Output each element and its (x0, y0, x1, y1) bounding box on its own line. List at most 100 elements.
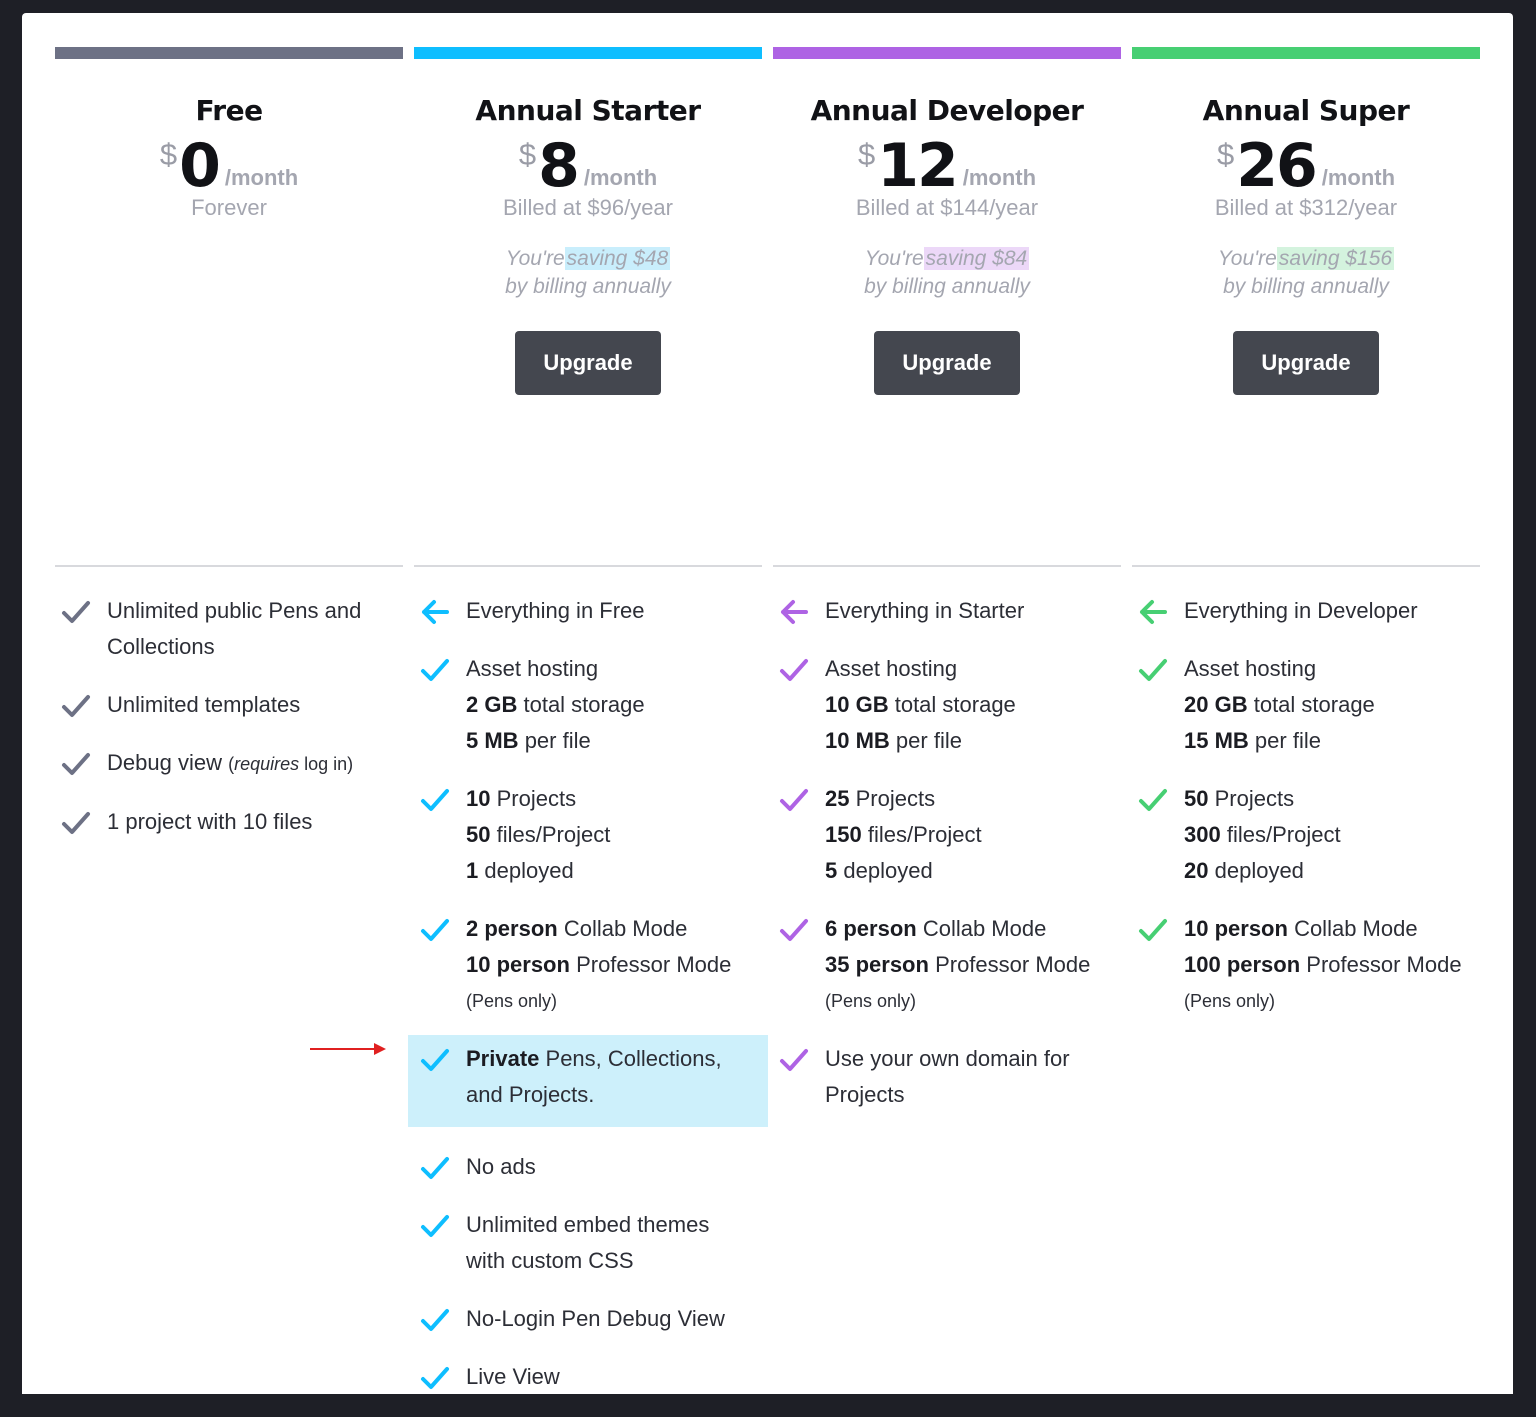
feature-text: with custom CSS (466, 1248, 634, 1273)
plan-color-bar (1132, 47, 1480, 59)
feature-value: 6 person (825, 916, 917, 941)
savings-note: You'resaving $48 by billing annually (414, 245, 762, 301)
checkmark-icon (780, 789, 808, 811)
feature-text: Collections (107, 634, 215, 659)
saving-highlight: saving $156 (1276, 247, 1395, 270)
feature-text: Unlimited public Pens and (107, 598, 362, 623)
annotation-arrow-icon (310, 1043, 386, 1055)
feature-list: Unlimited public Pens and Collections Un… (55, 593, 403, 862)
upgrade-button[interactable]: Upgrade (515, 331, 661, 395)
saving-prefix: You're (1217, 247, 1277, 270)
feature-value: 35 person (825, 952, 929, 977)
savings-note: You'resaving $156 by billing annually (1132, 245, 1480, 301)
feature-item-highlighted: Private Pens, Collections, and Projects. (408, 1035, 768, 1127)
feature-item: 2 person Collab Mode 10 person Professor… (414, 911, 762, 1041)
feature-item: Everything in Developer (1132, 593, 1480, 651)
feature-item: No-Login Pen Debug View (414, 1301, 762, 1359)
checkmark-icon (421, 1157, 449, 1179)
checkmark-icon (62, 812, 90, 834)
plan-color-bar (414, 47, 762, 59)
feature-text: per file (1254, 728, 1321, 753)
feature-note: requires (234, 754, 300, 774)
plan-name: Free (195, 94, 263, 127)
feature-text: Professor Mode (1306, 952, 1462, 977)
feature-value: 50 (1184, 786, 1209, 811)
feature-text: files/Project (496, 822, 611, 847)
feature-text: Projects (496, 786, 577, 811)
price-period: /month (224, 165, 299, 190)
arrow-left-icon (1140, 600, 1167, 624)
price: $ 26 /month (1132, 135, 1480, 197)
price-amount: 8 (538, 131, 580, 201)
price-period: /month (962, 165, 1037, 190)
feature-item: Everything in Starter (773, 593, 1121, 651)
feature-text: No ads (466, 1154, 536, 1179)
plan-color-bar (55, 47, 403, 59)
feature-note: (Pens only) (825, 991, 917, 1011)
arrow-left-icon (422, 600, 449, 624)
feature-item: Asset hosting 2 GB total storage 5 MB pe… (414, 651, 762, 781)
feature-item: Asset hosting 10 GB total storage 10 MB … (773, 651, 1121, 781)
price: $ 12 /month (773, 135, 1121, 197)
saving-suffix: by billing annually (505, 275, 671, 298)
feature-value: 5 (825, 858, 838, 883)
checkmark-icon (1139, 659, 1167, 681)
currency-symbol: $ (518, 137, 537, 172)
paren: ( (228, 754, 235, 774)
feature-value: 100 person (1184, 952, 1301, 977)
divider (414, 565, 762, 567)
feature-text: total storage (1253, 692, 1375, 717)
checkmark-icon (421, 1367, 449, 1389)
feature-value: 2 person (466, 916, 558, 941)
feature-value: 10 (466, 786, 491, 811)
feature-text: files/Project (1226, 822, 1341, 847)
checkmark-icon (780, 919, 808, 941)
feature-text: Projects (855, 786, 936, 811)
feature-value: 10 person (466, 952, 570, 977)
feature-value: 20 GB (1184, 692, 1248, 717)
feature-text: Projects (1214, 786, 1295, 811)
feature-text: deployed (843, 858, 933, 883)
plan-color-bar (773, 47, 1121, 59)
feature-value: 2 GB (466, 692, 518, 717)
plan-column-developer: Annual Developer $ 12 /month Billed at $… (773, 47, 1121, 1107)
price-period: /month (1321, 165, 1396, 190)
checkmark-icon (421, 659, 449, 681)
upgrade-button[interactable]: Upgrade (1233, 331, 1379, 395)
feature-text: Use your own domain for (825, 1046, 1070, 1071)
feature-value: 300 (1184, 822, 1221, 847)
feature-value: 10 MB (825, 728, 890, 753)
billing-note: Billed at $96/year (503, 195, 673, 220)
feature-item: Live View (414, 1359, 762, 1417)
feature-value: 150 (825, 822, 862, 847)
currency-symbol: $ (1216, 137, 1235, 172)
billing-note: Forever (191, 195, 267, 220)
checkmark-icon (421, 1215, 449, 1237)
feature-item: Unlimited embed themes with custom CSS (414, 1207, 762, 1301)
feature-item: Unlimited public Pens and Collections (55, 593, 403, 687)
feature-note: (Pens only) (1184, 991, 1276, 1011)
feature-value: 20 (1184, 858, 1209, 883)
divider (55, 565, 403, 567)
feature-text: Asset hosting (1184, 656, 1317, 681)
price: $ 8 /month (414, 135, 762, 197)
feature-item: 6 person Collab Mode 35 person Professor… (773, 911, 1121, 1041)
feature-text: Asset hosting (825, 656, 958, 681)
price-period: /month (583, 165, 658, 190)
checkmark-icon (421, 1309, 449, 1331)
feature-text: Collab Mode (1294, 916, 1418, 941)
feature-value: 10 person (1184, 916, 1288, 941)
checkmark-icon (1139, 789, 1167, 811)
price-amount: 26 (1236, 131, 1317, 201)
checkmark-icon (62, 601, 90, 623)
feature-text: Unlimited embed themes (466, 1212, 710, 1237)
upgrade-button[interactable]: Upgrade (874, 331, 1020, 395)
savings-note: You'resaving $84 by billing annually (773, 245, 1121, 301)
checkmark-icon (780, 1049, 808, 1071)
price: $ 0 /month (55, 135, 403, 197)
feature-text: Live View (466, 1364, 560, 1389)
saving-prefix: You're (505, 247, 565, 270)
feature-value: 1 (466, 858, 479, 883)
feature-text: total storage (523, 692, 645, 717)
feature-value: 10 GB (825, 692, 889, 717)
